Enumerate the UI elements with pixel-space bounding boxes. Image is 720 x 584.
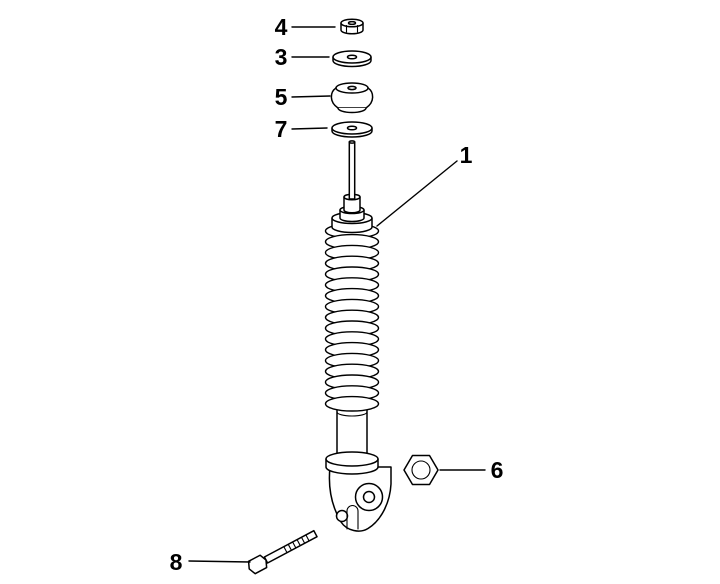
callout-label-5: 5 (275, 84, 288, 110)
shock-lower-flange (325, 451, 379, 475)
rubber-buffer-drawing (330, 82, 374, 114)
leader-line-7 (291, 127, 328, 130)
shock-spring (324, 223, 380, 412)
mount-bolt-drawing (247, 529, 318, 575)
callout-label-7: 7 (275, 116, 288, 142)
shock-clevis (328, 466, 392, 532)
top-nut-drawing (340, 18, 364, 35)
shock-piston-rod (348, 140, 356, 200)
callout-label-1: 1 (460, 142, 473, 168)
callout-label-3: 3 (275, 44, 288, 70)
callout-label-8: 8 (170, 549, 183, 575)
leader-line-8 (188, 560, 251, 563)
leader-lines (188, 26, 486, 563)
leader-line-1 (376, 160, 458, 227)
mount-nut-drawing (403, 454, 439, 486)
upper-washer-drawing (332, 50, 372, 68)
leader-line-5 (291, 95, 331, 98)
callout-label-6: 6 (491, 457, 504, 483)
shock-upper-cap (331, 193, 373, 234)
lower-washer-drawing (331, 121, 373, 138)
callout-label-4: 4 (275, 14, 288, 40)
shock-absorber-drawing (324, 140, 392, 532)
